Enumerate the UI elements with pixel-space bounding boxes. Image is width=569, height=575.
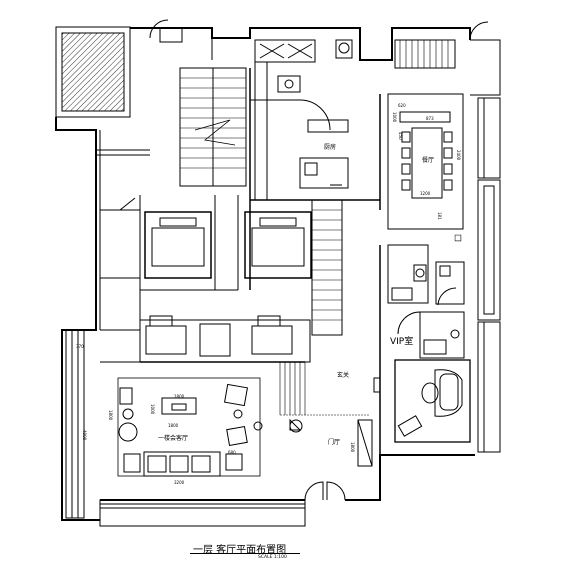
coffee-table [161,397,197,415]
room-label-foyer: 玄关 [337,372,350,379]
room-label-dining: 餐厅 [422,157,435,164]
left-window [65,329,85,519]
stair-top-right [394,39,456,69]
right-window-lower [477,321,501,453]
bathroom-lower [419,311,465,359]
room-label-entry-hall: 门厅 [328,439,341,446]
dimension-label: 1000 [392,112,397,123]
terrace-hatched [61,32,125,112]
dimension-label: 1800 [350,442,355,453]
outer-wall-bottom [100,454,475,501]
outer-wall-left [55,117,100,521]
bathroom-upper [387,244,429,304]
dimension-label: 1800 [108,410,113,421]
right-window-upper [477,97,501,179]
dining-table [411,127,443,199]
outer-wall-top [130,27,471,61]
dimension-label: 1000 [150,404,155,415]
dimension-label: 450 [398,132,403,140]
dimension-label: 1800 [168,423,179,428]
kitchen-counter-top [254,39,316,63]
sofa-main [143,451,221,477]
scale-label: SCALE 1:100 [258,555,287,560]
dimension-label: 1200 [420,191,431,196]
living-room-rug [117,377,261,477]
dimension-label: 873 [426,116,434,121]
elevator-left [144,211,212,279]
room-label-vip: VIP室 [390,337,414,347]
title-underline [190,553,300,554]
dimension-label: 370 [76,344,84,349]
stairwell-lower [311,199,343,336]
drawing-title: 一层 客厅平面布置图 [193,545,287,556]
vip-room [394,359,471,443]
dimension-label: 680 [228,450,236,455]
dimension-label: 181 [437,212,442,220]
dining-room [387,93,464,230]
dimension-label: 3200 [174,480,185,485]
elevator-right [244,211,312,279]
dimension-label: 1800 [174,394,185,399]
dimension-label: 2400 [456,150,461,161]
dimension-label: 620 [398,103,406,108]
dimension-label: 4000 [82,430,87,441]
room-label-kitchen: 厨房 [324,144,337,151]
room-label-living: 一楼会客厅 [158,435,189,442]
